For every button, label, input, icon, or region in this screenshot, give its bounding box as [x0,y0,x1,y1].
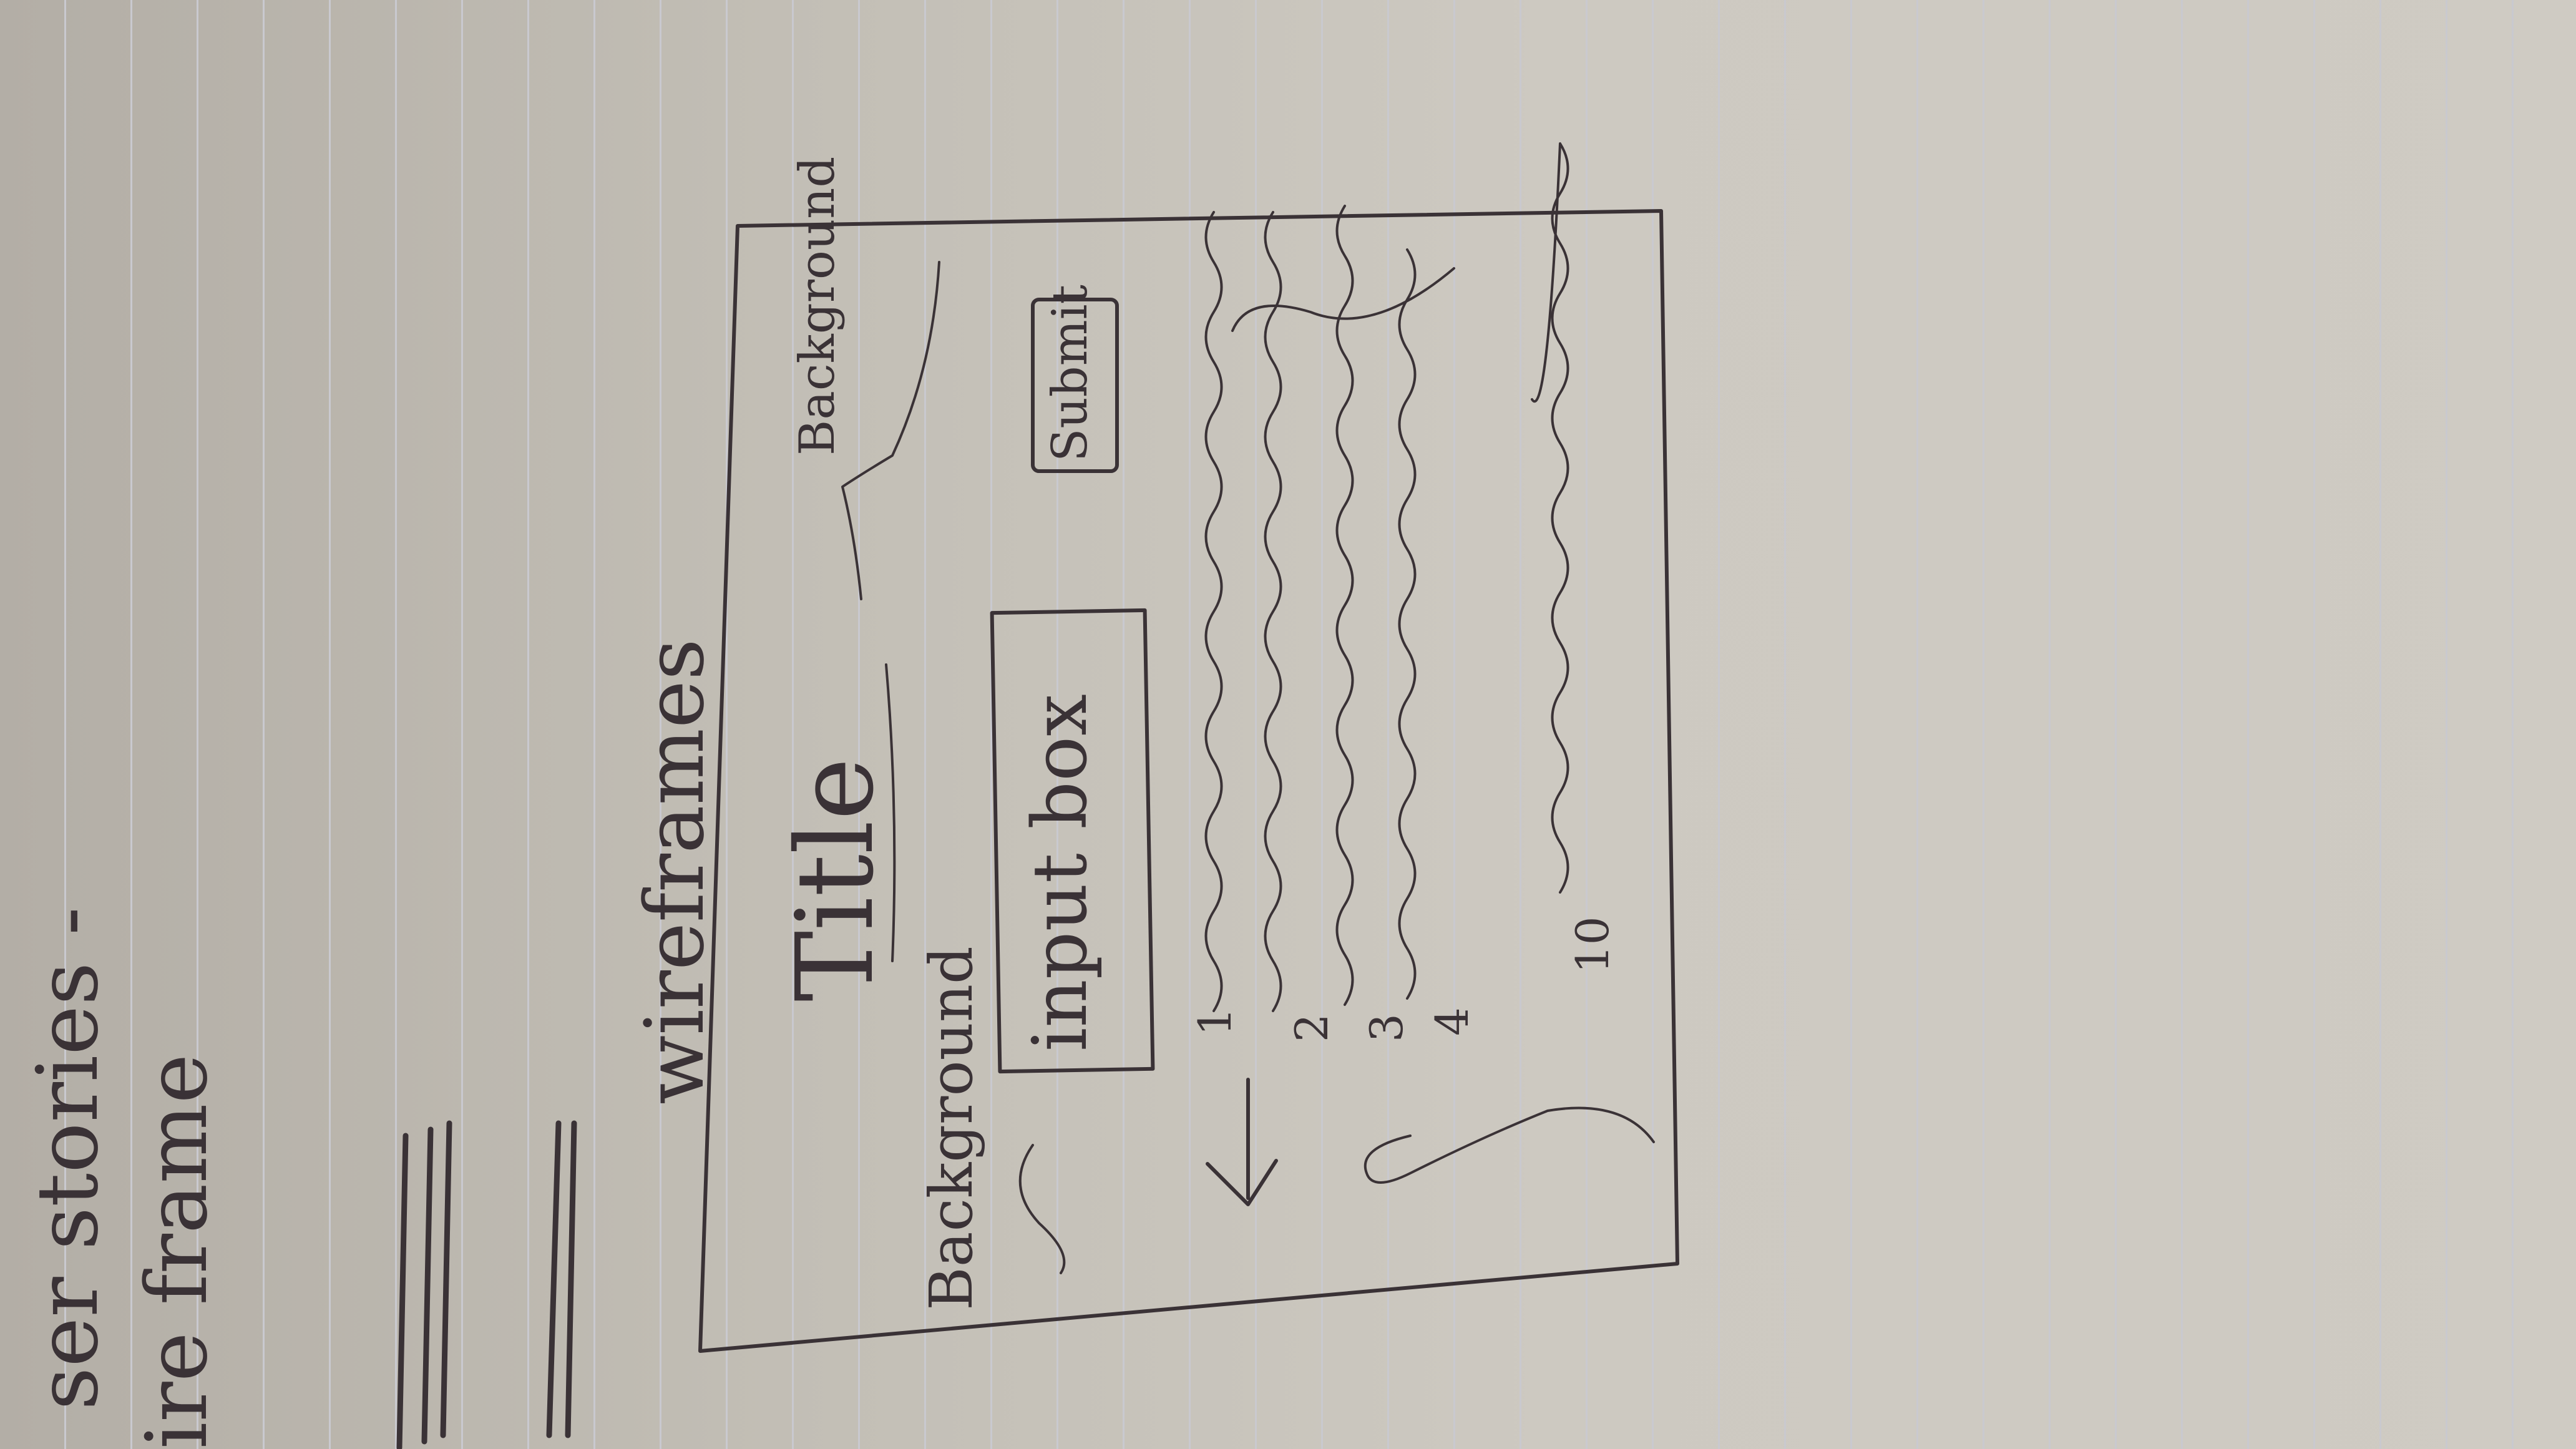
list-line-3 [1335,205,1354,1006]
scribble-1 [396,1120,452,1449]
list-line-4 [1398,248,1417,1000]
list-line-1 [1204,211,1223,1012]
list-line-2 [1264,211,1282,1012]
sketch-background-left: Background [917,946,986,1310]
list-line-10 [1531,142,1569,894]
input-box-outline [990,608,1155,1074]
scribble-2 [546,1120,577,1438]
list-top-curve [1231,267,1455,332]
note-user-stories: ser stories - [19,907,117,1410]
sketch-submit-label: Submit [1042,285,1098,462]
list-bottom-curve [1364,1106,1655,1184]
sketch-title: Title [774,757,897,1002]
sketch-heading: wireframes [627,638,722,1105]
list-number: 1 [1189,1007,1241,1036]
sketch-background-right: Background [789,156,846,456]
background-divider-left [1018,1144,1066,1274]
title-underline [885,663,896,962]
note-wire-frame: ire frame [128,1053,226,1449]
background-divider-right [841,261,940,600]
back-arrow [1206,1078,1278,1206]
sketch-input-box-label: input box [1017,694,1104,1051]
list-number: 10 [1566,916,1619,973]
wireframe-frame [698,209,1679,1353]
list-number: 2 [1286,1013,1338,1042]
submit-button-outline [1031,298,1119,473]
list-number: 4 [1426,1007,1478,1036]
list-number: 3 [1360,1013,1413,1042]
